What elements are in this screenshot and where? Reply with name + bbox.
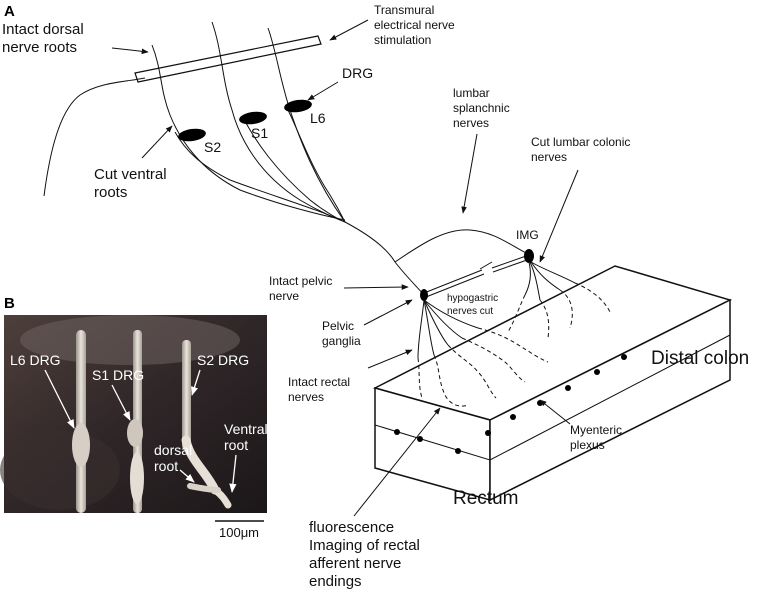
- ventral-root-l6: [287, 109, 346, 223]
- hypogastric-nerve-right: [491, 255, 527, 269]
- dorsal-root-l6: [267, 27, 346, 223]
- pelvic-ganglia-arrow: [363, 299, 413, 326]
- distal-colon-label: Distal colon: [651, 348, 749, 369]
- panel-b-label: B: [4, 295, 15, 312]
- transmural-label: Transmural electrical nerve stimulation: [374, 3, 458, 47]
- cut-ventral-label: Cut ventral roots: [94, 166, 171, 201]
- drg-label: DRG: [342, 65, 373, 81]
- s2-drg-photo-label: S2 DRG: [197, 352, 249, 368]
- dorsal-root-far-left: [43, 77, 146, 197]
- panel-a-label: A: [4, 3, 15, 20]
- l6-drg-photo-label: L6 DRG: [10, 352, 61, 368]
- hypogastric-nerve-left-2: [425, 273, 485, 298]
- hypogastric-nerve-left: [423, 269, 483, 294]
- dorsal-root-s1: [211, 21, 346, 223]
- intact-rectal-label: Intact rectal nerves: [288, 375, 353, 404]
- img-label: IMG: [516, 228, 539, 242]
- s1-photo-arrow: [111, 384, 131, 421]
- hypogastric-cut-mark: [479, 261, 493, 270]
- transmural-arrow: [329, 19, 369, 41]
- myenteric-plexus-line: [374, 334, 731, 461]
- myenteric-arrow: [539, 399, 571, 425]
- scale-bar-label: 100μm: [219, 525, 259, 540]
- hypogastric-nerve-right-2: [492, 259, 528, 273]
- cut-ventral-arrow: [141, 125, 173, 159]
- myenteric-ganglia: [394, 354, 627, 454]
- intact-dorsal-arrow: [111, 47, 149, 55]
- pelvic-ganglion: [420, 289, 428, 301]
- lumbar-splanchnic-nerve: [394, 229, 529, 263]
- lumbar-splanchnic-label: lumbar splanchnic nerves: [453, 86, 513, 130]
- s2-label: S2: [204, 139, 221, 155]
- l6-photo-arrow: [44, 369, 75, 429]
- dorsal-root-photo-arrow: [179, 469, 195, 483]
- myenteric-label: Myenteric plexus: [570, 423, 625, 452]
- fluorescence-label: fluorescence Imaging of rectal afferent …: [309, 519, 424, 590]
- pelvic-ganglia-label: Pelvic ganglia: [322, 319, 361, 348]
- drg-photo: [0, 315, 267, 513]
- intact-rectal-arrow: [367, 349, 413, 369]
- intact-pelvic-arrow: [343, 284, 409, 290]
- rectum-label: Rectum: [453, 488, 518, 509]
- intact-pelvic-label: Intact pelvic nerve: [269, 274, 336, 303]
- intact-dorsal-label: Intact dorsal nerve roots: [2, 21, 88, 56]
- s1-label: S1: [251, 125, 268, 141]
- l6-label: L6: [310, 110, 326, 126]
- s1-drg: [239, 111, 267, 125]
- ventral-root-photo-arrow: [229, 454, 237, 493]
- cut-lumbar-colonic-label: Cut lumbar colonic nerves: [531, 135, 634, 164]
- ventral-root-photo-label: Ventral root: [224, 421, 271, 453]
- ventral-root-s2: [174, 131, 346, 223]
- lumbar-splanchnic-arrow: [461, 133, 478, 214]
- drg-arrow: [307, 81, 339, 101]
- l6-drg: [284, 99, 312, 113]
- fluorescence-arrow: [353, 407, 441, 517]
- hypogastric-label: hypogastric nerves cut: [447, 293, 501, 317]
- s2-photo-arrow: [191, 369, 201, 396]
- stimulation-electrode: [134, 35, 322, 83]
- dorsal-root-photo-label: dorsal root: [154, 442, 196, 474]
- colon-side-face: [489, 298, 731, 502]
- cut-lumbar-colonic-arrow: [539, 169, 579, 263]
- pelvic-nerve: [344, 221, 425, 296]
- s1-drg-photo-label: S1 DRG: [92, 367, 144, 383]
- s2-drg: [178, 128, 206, 142]
- img-ganglion: [524, 249, 534, 263]
- ventral-root-s1: [244, 120, 346, 223]
